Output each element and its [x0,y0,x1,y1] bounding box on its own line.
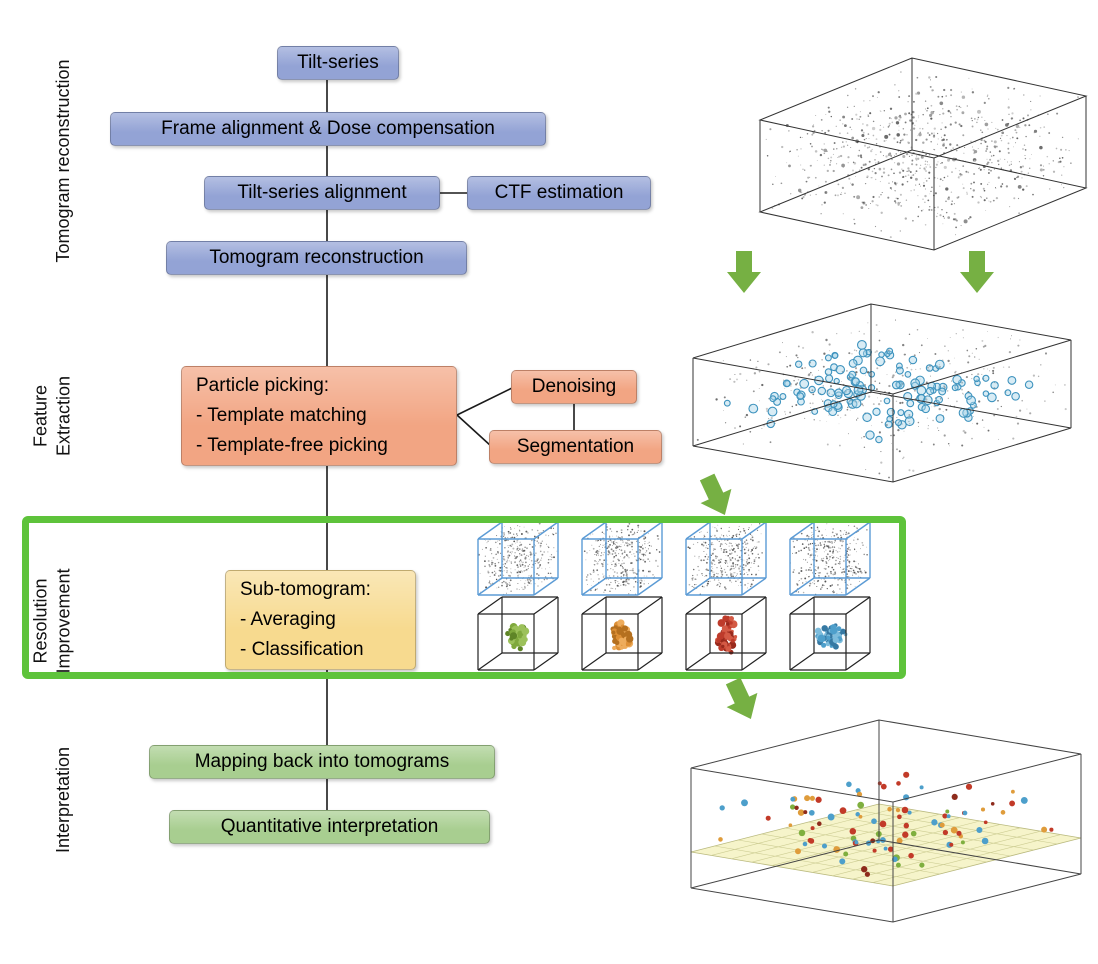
subtomogram-title: Sub-tomogram: [240,578,371,600]
box-particle-picking: Particle picking: - Template matching - … [181,366,457,466]
box-tilt-series-alignment: Tilt-series alignment [204,176,440,210]
box-subtomogram: Sub-tomogram: - Averaging - Classificati… [225,570,416,670]
particle-picking-title: Particle picking: [196,374,330,396]
particle-picking-item: - Template matching [196,405,367,426]
stage-label-feature-extraction: Feature Extraction [30,376,75,456]
box-tomogram-reconstruction: Tomogram reconstruction [166,241,467,275]
subtomogram-item: - Classification [240,639,364,661]
box-mapping-back: Mapping back into tomograms [149,745,495,779]
box-ctf-estimation: CTF estimation [467,176,651,210]
stage-label-resolution-improvement: Resolution Improvement [30,568,75,673]
stage-label-line: Extraction [53,375,73,457]
box-denoising: Denoising [511,370,637,404]
segmentation-connector-line [456,414,492,447]
stage-label-tomogram-reconstruction: Tomogram reconstruction [52,59,73,263]
mapped-particles-visualization [690,719,1082,923]
raw-tomogram-visualization [758,57,1088,251]
subtomogram-averaging-visualization [477,521,871,671]
denoising-connector-line [456,387,513,416]
stage-label-line: Resolution [30,578,51,664]
stage-label-line: Improvement [53,568,73,674]
subtomogram-item: - Averaging [240,609,336,630]
picked-particles-visualization [692,303,1072,483]
particle-picking-item: - Template-free picking [196,435,388,457]
stage-label-line: Feature [30,384,51,448]
stage-label-interpretation: Interpretation [52,746,73,854]
box-tilt-series: Tilt-series [277,46,399,80]
box-frame-alignment: Frame alignment & Dose compensation [110,112,546,146]
box-segmentation: Segmentation [489,430,662,464]
box-quantitative-interpretation: Quantitative interpretation [169,810,490,844]
